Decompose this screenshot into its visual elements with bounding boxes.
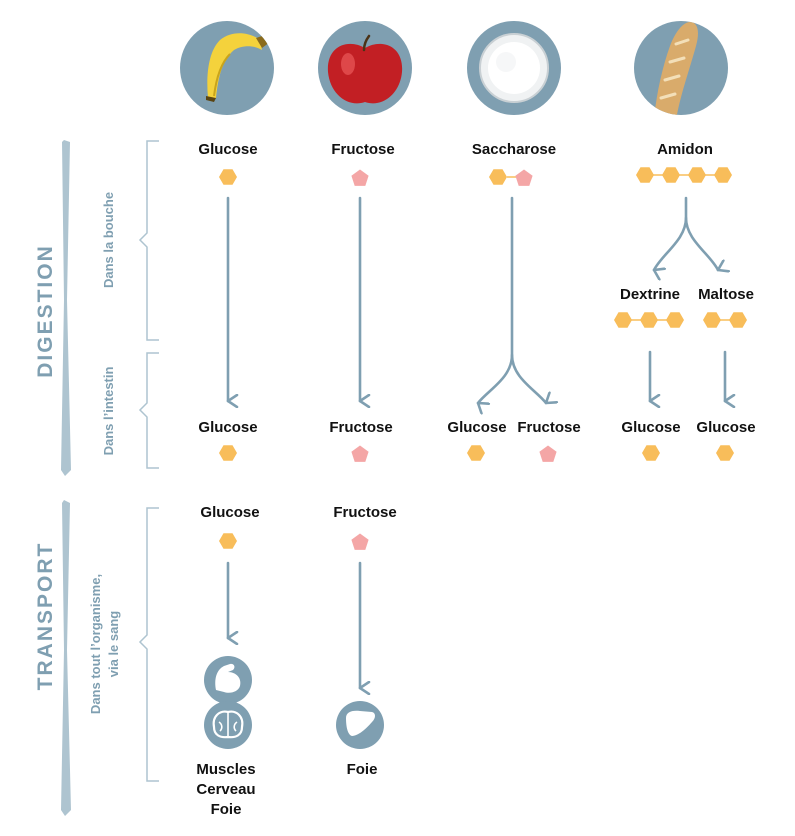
glucose-label: Glucose xyxy=(447,419,506,436)
fructose-molecule xyxy=(351,169,369,186)
muscle-icon xyxy=(204,656,252,704)
glucose-molecule xyxy=(219,533,237,549)
transport-section-bar xyxy=(61,500,71,816)
transport-label: TRANSPORT xyxy=(34,542,57,691)
maltose-molecule xyxy=(703,312,747,328)
muscles-label: Muscles xyxy=(196,761,255,778)
liver-icon xyxy=(336,701,384,749)
digestion-section-bar xyxy=(61,140,71,476)
body-stage-label-line1: Dans tout l’organisme, xyxy=(88,574,103,714)
body-stage-label-line2: via le sang xyxy=(106,611,121,678)
fructose-label: Fructose xyxy=(331,141,394,158)
glucose-label: Glucose xyxy=(198,419,257,436)
body-bracket xyxy=(138,507,159,782)
fructose-label: Fructose xyxy=(329,419,392,436)
amidon-molecule xyxy=(636,167,732,183)
dextrine-molecule xyxy=(614,312,684,328)
maltose-label: Maltose xyxy=(698,286,754,303)
banana-icon xyxy=(180,21,274,115)
digestion-section: DIGESTION xyxy=(34,140,71,476)
mouth-stage-label: Dans la bouche xyxy=(101,192,116,288)
glucose-label: Glucose xyxy=(198,141,257,158)
intestine-stage-label: Dans l’intestin xyxy=(101,367,116,456)
glucose-label: Glucose xyxy=(621,419,680,436)
saccharose-split-arrow-left xyxy=(476,196,514,403)
sugar-bowl-icon xyxy=(467,21,561,115)
bread-icon xyxy=(634,21,728,115)
transport-labels: Glucose Fructose Muscles Cerveau Foie Fo… xyxy=(196,504,396,818)
body-stage: Dans tout l’organisme, via le sang xyxy=(88,507,159,782)
dextrine-label: Dextrine xyxy=(620,286,680,303)
amidon-split-arrow-right xyxy=(684,216,718,270)
digestion-label: DIGESTION xyxy=(34,244,57,378)
intestine-product-labels: Glucose Fructose Glucose Fructose Glucos… xyxy=(198,419,755,436)
glucose-molecule xyxy=(467,445,485,461)
glucose-molecule xyxy=(716,445,734,461)
fructose-molecule xyxy=(539,445,557,462)
apple-icon xyxy=(318,21,412,115)
intestine-stage: Dans l’intestin xyxy=(101,352,159,469)
glucose-molecule xyxy=(219,445,237,461)
mouth-bracket xyxy=(138,140,159,341)
transport-section: TRANSPORT xyxy=(34,500,71,816)
liver-label: Foie xyxy=(211,801,242,818)
fructose-label: Fructose xyxy=(517,419,580,436)
glucose-label: Glucose xyxy=(696,419,755,436)
saccharose-molecule xyxy=(489,169,533,186)
saccharose-split-arrow-right xyxy=(510,353,546,405)
saccharose-label: Saccharose xyxy=(472,141,556,158)
brain-icon xyxy=(204,701,252,749)
glucose-molecule xyxy=(642,445,660,461)
fructose-molecule xyxy=(351,445,369,462)
fructose-label: Fructose xyxy=(333,504,396,521)
intestine-bracket xyxy=(138,352,159,469)
amidon-split-arrow-left xyxy=(652,196,688,270)
food-labels: Glucose Fructose Saccharose Amidon xyxy=(198,141,713,158)
glucose-molecule xyxy=(219,169,237,185)
fructose-molecule xyxy=(351,533,369,550)
brain-label: Cerveau xyxy=(196,781,255,798)
arrows xyxy=(226,196,725,688)
amidon-label: Amidon xyxy=(657,141,713,158)
liver-target-label: Foie xyxy=(347,761,378,778)
mouth-stage: Dans la bouche xyxy=(101,140,159,341)
glucose-label: Glucose xyxy=(200,504,259,521)
mouth-product-labels: Dextrine Maltose xyxy=(620,286,754,303)
